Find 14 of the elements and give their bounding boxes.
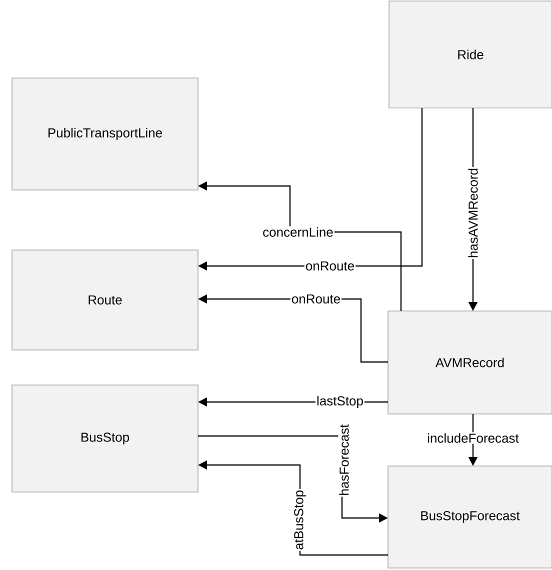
edge-label: atBusStop — [293, 489, 307, 551]
class-box: PublicTransportLine — [12, 78, 198, 190]
class-box: Route — [12, 250, 198, 350]
edge-label: onRoute — [290, 293, 342, 305]
edge-label: onRoute — [304, 260, 356, 272]
class-box: BusStopForecast — [388, 466, 552, 568]
edge-label: lastStop — [316, 394, 364, 410]
edge-label: includeForecast — [426, 432, 520, 444]
class-box: AVMRecord — [388, 310, 552, 414]
edge-label: hasForecast — [338, 423, 350, 497]
edge-label: hasAVMRecord — [467, 166, 479, 260]
class-box: Ride — [388, 0, 552, 108]
class-box: BusStop — [12, 384, 198, 492]
edge-label: concernLine — [262, 226, 334, 238]
